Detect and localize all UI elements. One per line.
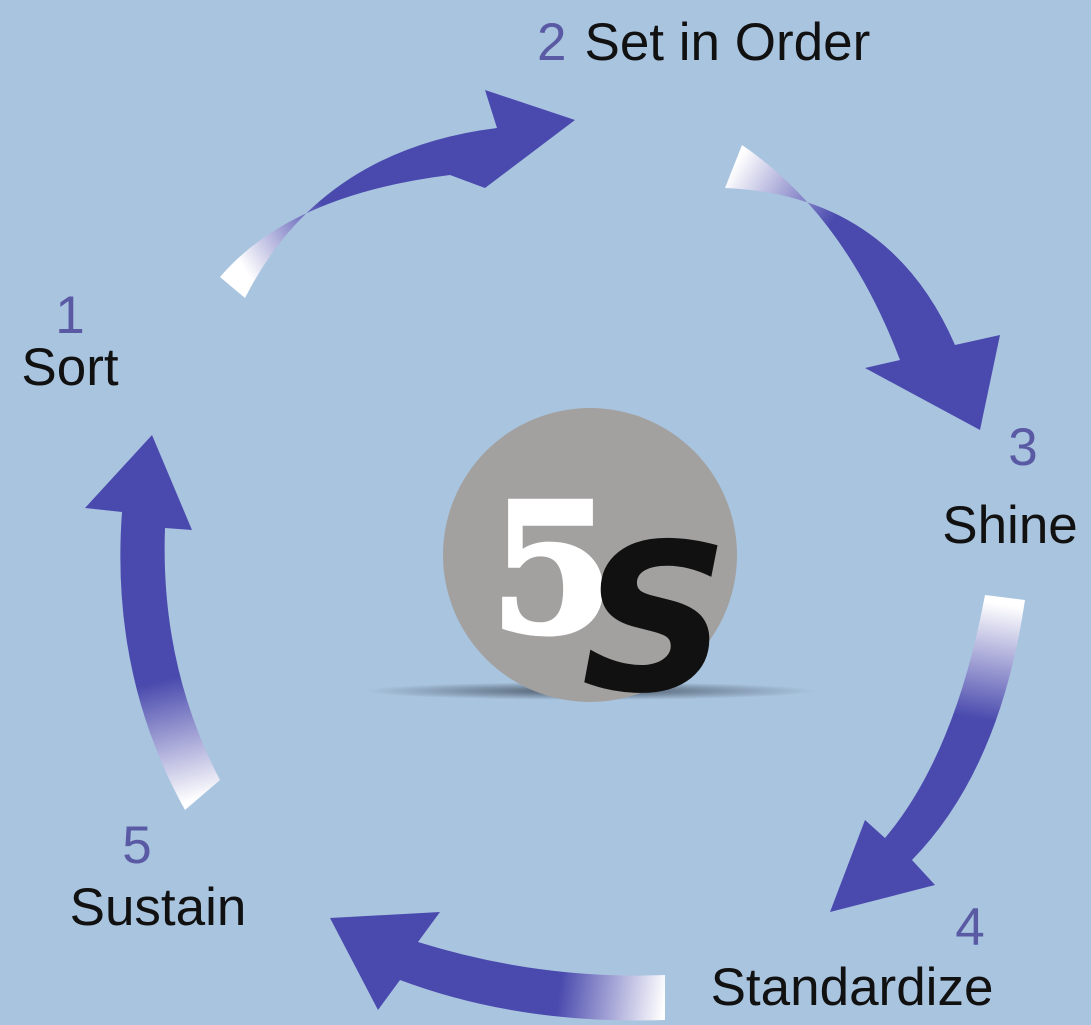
stage-5-number: 5 [122,816,151,875]
stage-1-number: 1 [55,286,84,345]
arrow-sort-to-set-in-order [220,90,575,298]
arrow-shine-to-standardize [830,595,1025,912]
logo-ball [443,408,737,702]
arrow-standardize-to-sustain [330,912,665,1021]
center-logo: 5 S [365,408,815,739]
stage-1-name: Sort [21,338,118,397]
arrow-sustain-to-sort [85,435,220,810]
arrow-set-in-order-to-shine [725,145,1000,430]
stage-labels: 1 Sort 2 Set in Order 3 Shine 4 Standardi… [21,13,1077,1017]
stage-3-number: 3 [1008,418,1037,477]
stage-2-number: 2 [537,13,566,72]
stage-2-name: Set in Order [584,13,870,72]
stage-3-name: Shine [942,496,1078,555]
stage-4-name: Standardize [711,958,994,1017]
logo-five: 5 [489,464,614,675]
stage-5-name: Sustain [70,878,247,937]
stage-2-label: 2 Set in Order [537,13,870,72]
logo-s: S [581,501,729,739]
cycle-arrows [85,90,1025,1021]
stage-4-number: 4 [955,898,984,957]
